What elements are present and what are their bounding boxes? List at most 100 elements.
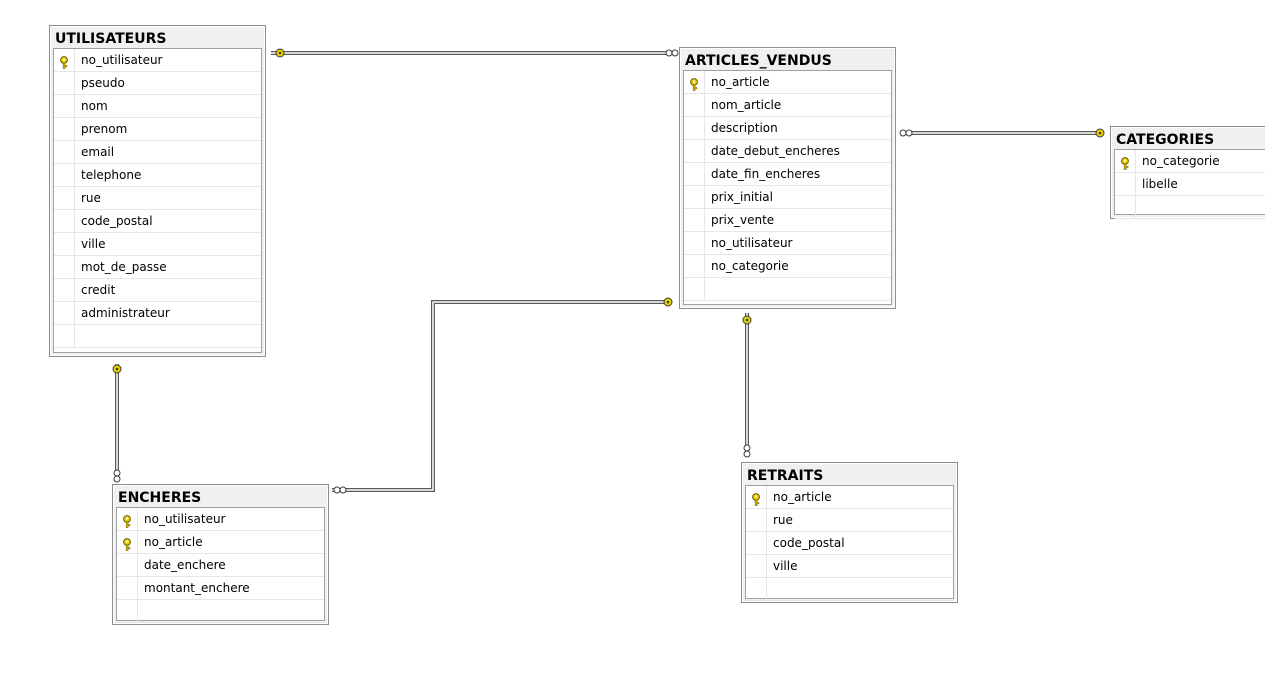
row-selector[interactable] [54, 118, 75, 140]
column-row[interactable]: date_debut_encheres [684, 140, 891, 163]
row-selector[interactable] [117, 600, 138, 622]
column-row[interactable]: rue [746, 509, 953, 532]
row-selector[interactable] [684, 140, 705, 162]
column-row[interactable]: no_article [117, 531, 324, 554]
column-row[interactable]: libelle [1115, 173, 1265, 196]
row-selector[interactable] [1115, 196, 1136, 218]
row-selector[interactable] [54, 302, 75, 324]
relationship-articles_vendus-retraits[interactable] [742, 313, 752, 458]
row-selector[interactable] [117, 577, 138, 599]
table-encheres[interactable]: ENCHERES no_utilisateur no_article date_e… [112, 484, 329, 625]
column-row[interactable]: date_fin_encheres [684, 163, 891, 186]
empty-new-column-row[interactable] [684, 278, 891, 301]
column-row[interactable]: code_postal [746, 532, 953, 555]
column-row[interactable]: no_article [684, 71, 891, 94]
relationship-one-key-icon [275, 48, 285, 58]
column-row[interactable]: no_categorie [1115, 150, 1265, 173]
column-row[interactable]: rue [54, 187, 261, 210]
column-row[interactable]: description [684, 117, 891, 140]
table-title[interactable]: ARTICLES_VENDUS [685, 53, 832, 69]
column-row[interactable]: prix_vente [684, 209, 891, 232]
row-selector[interactable] [54, 279, 75, 301]
column-row[interactable]: montant_enchere [117, 577, 324, 600]
empty-new-column-row[interactable] [54, 325, 261, 348]
column-row[interactable]: credit [54, 279, 261, 302]
row-selector[interactable] [746, 486, 767, 508]
row-selector[interactable] [684, 255, 705, 277]
column-row[interactable]: ville [746, 555, 953, 578]
column-row[interactable]: ville [54, 233, 261, 256]
row-selector[interactable] [54, 95, 75, 117]
table-title[interactable]: RETRAITS [747, 468, 824, 484]
relationship-categories-articles_vendus[interactable] [899, 128, 1105, 138]
row-selector[interactable] [54, 49, 75, 71]
row-selector[interactable] [684, 94, 705, 116]
row-selector[interactable] [54, 210, 75, 232]
column-row[interactable]: date_enchere [117, 554, 324, 577]
row-selector[interactable] [117, 508, 138, 530]
row-selector[interactable] [54, 72, 75, 94]
table-title[interactable]: CATEGORIES [1116, 132, 1215, 148]
relationship-many-infinity-icon [743, 444, 751, 458]
empty-new-column-row[interactable] [117, 600, 324, 623]
row-selector[interactable] [746, 578, 767, 600]
row-selector[interactable] [54, 187, 75, 209]
column-row[interactable]: no_article [746, 486, 953, 509]
row-selector[interactable] [746, 532, 767, 554]
column-name: date_enchere [144, 558, 226, 572]
row-selector[interactable] [54, 164, 75, 186]
column-row[interactable]: nom [54, 95, 261, 118]
column-row[interactable]: telephone [54, 164, 261, 187]
column-row[interactable]: no_utilisateur [117, 508, 324, 531]
column-row[interactable]: no_categorie [684, 255, 891, 278]
empty-new-column-row[interactable] [746, 578, 953, 601]
row-selector[interactable] [54, 233, 75, 255]
column-row[interactable]: pseudo [54, 72, 261, 95]
row-selector[interactable] [684, 117, 705, 139]
row-selector[interactable] [684, 186, 705, 208]
column-name: rue [81, 191, 101, 205]
column-row[interactable]: no_utilisateur [54, 49, 261, 72]
column-row[interactable]: email [54, 141, 261, 164]
row-selector[interactable] [1115, 150, 1136, 172]
column-row[interactable]: prenom [54, 118, 261, 141]
row-selector[interactable] [117, 554, 138, 576]
empty-new-column-row[interactable] [1115, 196, 1265, 219]
table-title[interactable]: ENCHERES [118, 490, 202, 506]
row-selector[interactable] [684, 209, 705, 231]
row-selector[interactable] [684, 163, 705, 185]
column-name: date_fin_encheres [711, 167, 821, 181]
column-row[interactable]: nom_article [684, 94, 891, 117]
column-name: nom [81, 99, 108, 113]
row-selector[interactable] [54, 256, 75, 278]
column-row[interactable]: prix_initial [684, 186, 891, 209]
row-selector[interactable] [684, 232, 705, 254]
column-name: date_debut_encheres [711, 144, 840, 158]
column-name: libelle [1142, 177, 1178, 191]
row-selector[interactable] [1115, 173, 1136, 195]
table-title[interactable]: UTILISATEURS [55, 31, 167, 47]
relationship-many-infinity-icon [333, 486, 347, 494]
row-selector[interactable] [746, 509, 767, 531]
column-name: ville [81, 237, 106, 251]
column-row[interactable]: code_postal [54, 210, 261, 233]
relationship-utilisateurs-articles_vendus[interactable] [271, 48, 679, 58]
column-name: email [81, 145, 115, 159]
row-selector[interactable] [684, 278, 705, 300]
row-selector[interactable] [54, 325, 75, 347]
relationship-articles_vendus-encheres[interactable] [332, 297, 673, 494]
row-selector[interactable] [684, 71, 705, 93]
row-selector[interactable] [117, 531, 138, 553]
row-selector[interactable] [54, 141, 75, 163]
column-row[interactable]: administrateur [54, 302, 261, 325]
column-row[interactable]: mot_de_passe [54, 256, 261, 279]
row-selector[interactable] [746, 555, 767, 577]
relationship-utilisateurs-encheres[interactable] [112, 364, 122, 483]
column-row[interactable]: no_utilisateur [684, 232, 891, 255]
